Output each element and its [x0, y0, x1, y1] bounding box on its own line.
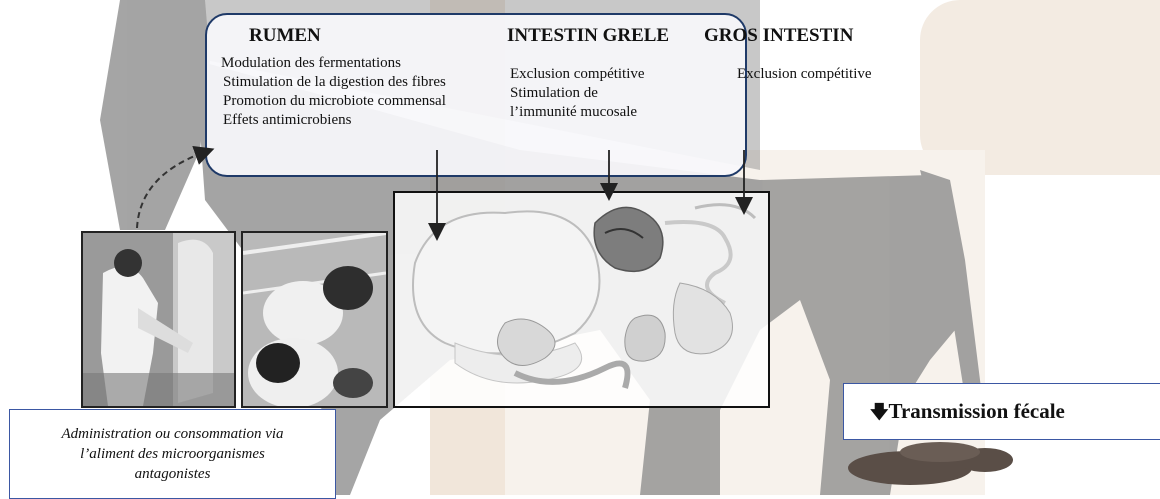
calves-photo [241, 231, 388, 408]
intestin-grele-effect-item: l’immunité mucosale [510, 103, 645, 122]
caption-line: l’aliment des microorganismes [10, 444, 335, 464]
intestin-grele-title: INTESTIN GRELE [507, 25, 669, 47]
down-arrow-icon: 🡇 [870, 402, 889, 423]
rumen-effect-item: Effets antimicrobiens [223, 111, 446, 130]
caption-line: antagonistes [10, 464, 335, 484]
transmission-box: 🡇Transmission fécale [843, 383, 1160, 440]
rumen-title: RUMEN [249, 25, 321, 47]
rumen-effect-item: Stimulation de la digestion des fibres [223, 73, 446, 92]
gros-intestin-effect-item: Exclusion compétitive [737, 65, 872, 84]
gros-intestin-title: GROS INTESTIN [704, 25, 853, 47]
caption-line: Administration ou consommation via [10, 424, 335, 444]
intestin-grele-effect-item: Exclusion compétitive [510, 65, 645, 84]
administration-caption: Administration ou consommation via l’ali… [9, 409, 336, 499]
rumen-effect-item: Modulation des fermentations [221, 54, 446, 73]
intestin-grele-effect-item: Stimulation de [510, 84, 645, 103]
digestive-tract-image [393, 191, 770, 408]
intestin-grele-effects-list: Exclusion compétitive Stimulation de l’i… [510, 65, 645, 122]
administration-photo [81, 231, 236, 408]
rumen-effect-item: Promotion du microbiote commensal [223, 92, 446, 111]
rumen-effects-list: Modulation des fermentations Stimulation… [221, 54, 446, 130]
background-band-right [920, 0, 1160, 175]
gros-intestin-effects-list: Exclusion compétitive [737, 65, 872, 84]
effects-box: RUMEN Modulation des fermentations Stimu… [205, 13, 747, 177]
transmission-label: Transmission fécale [889, 399, 1065, 423]
